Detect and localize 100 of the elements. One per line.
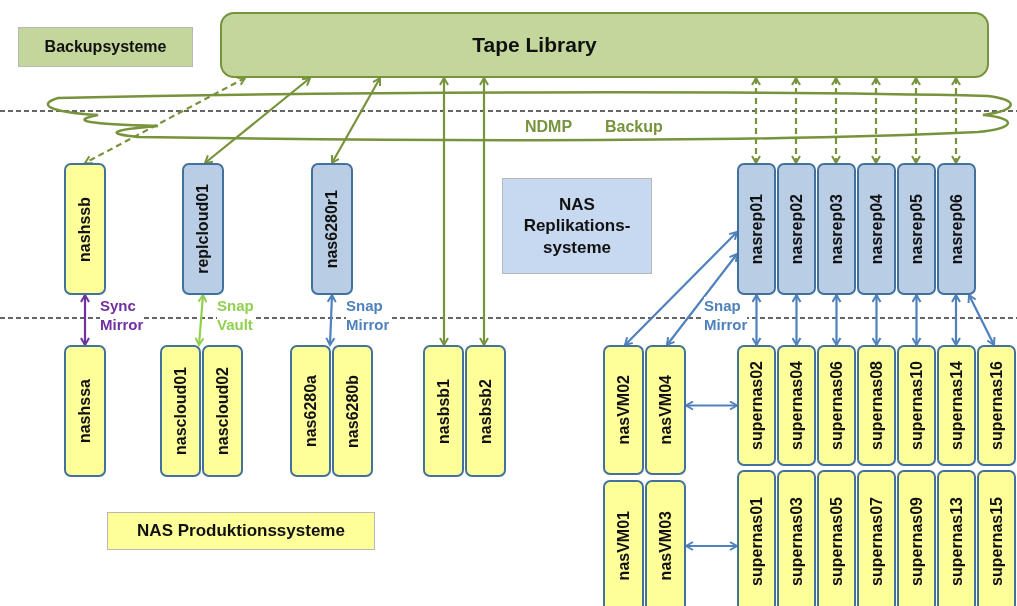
arrow xyxy=(685,400,738,411)
cloud-label: Backup xyxy=(605,118,663,136)
section-label-box xyxy=(107,512,375,550)
arrow xyxy=(911,77,921,164)
server-name: supernas04 xyxy=(787,361,806,450)
server-name: nasVM04 xyxy=(656,375,675,445)
server-box xyxy=(182,163,224,295)
server-box xyxy=(777,163,816,295)
box-title: Tape Library xyxy=(472,33,597,57)
server-box xyxy=(737,470,776,606)
server-name: nasbsb1 xyxy=(434,378,453,444)
server-name: nasrep05 xyxy=(907,193,926,265)
arrow xyxy=(194,294,208,346)
server-box xyxy=(817,345,856,466)
server-box xyxy=(977,470,1016,606)
arrow xyxy=(951,77,961,164)
section-label: NAS Produktionssysteme xyxy=(137,520,345,542)
server-box xyxy=(817,163,856,295)
arrow xyxy=(204,77,311,164)
server-box xyxy=(897,345,936,466)
server-name: nas6280b xyxy=(343,374,362,448)
arrow xyxy=(831,77,841,164)
server-name: supernas03 xyxy=(787,496,806,586)
arrow xyxy=(666,253,738,346)
server-box xyxy=(777,345,816,466)
section-label: Backupsysteme xyxy=(44,37,167,57)
server-name: nashssb xyxy=(76,196,94,262)
server-box xyxy=(977,345,1016,466)
server-name: supernas14 xyxy=(947,361,966,450)
server-box xyxy=(897,163,936,295)
server-name: supernas09 xyxy=(907,496,926,586)
arrow xyxy=(871,294,882,346)
server-name: nas6280r1 xyxy=(323,189,341,269)
server-name: nasVM02 xyxy=(614,375,633,445)
server-name: nasrep02 xyxy=(787,193,806,265)
server-name: supernas06 xyxy=(827,361,846,450)
section-label-box xyxy=(502,178,652,274)
server-box xyxy=(311,163,353,295)
server-box xyxy=(603,345,644,475)
server-box xyxy=(737,345,776,466)
server-name: nasbsb2 xyxy=(476,378,495,444)
server-name: supernas15 xyxy=(987,496,1006,586)
arrow xyxy=(751,77,761,164)
server-box xyxy=(202,345,243,477)
server-box xyxy=(603,480,644,606)
server-box xyxy=(857,345,896,466)
arrow xyxy=(871,77,881,164)
server-box xyxy=(64,163,106,295)
server-name: nascloud02 xyxy=(213,367,232,455)
server-box xyxy=(423,345,464,477)
arrow xyxy=(751,294,762,346)
server-name: nasrep04 xyxy=(867,193,886,265)
arrow xyxy=(479,77,489,346)
server-box xyxy=(937,470,976,606)
arrow xyxy=(831,294,842,346)
server-box xyxy=(645,480,686,606)
arrow xyxy=(951,294,961,346)
server-name: nas6280a xyxy=(301,374,320,448)
server-box xyxy=(290,345,331,477)
arrow xyxy=(325,294,337,346)
arrow xyxy=(967,294,996,346)
server-name: nasrep06 xyxy=(947,193,966,265)
server-box xyxy=(857,470,896,606)
server-name: supernas07 xyxy=(867,496,886,586)
server-box xyxy=(645,345,686,475)
arrow xyxy=(624,231,738,346)
server-box xyxy=(465,345,506,477)
server-name: replcloud01 xyxy=(194,184,212,274)
server-name: nasVM03 xyxy=(656,511,675,581)
arrow xyxy=(685,541,738,551)
arrow xyxy=(84,76,246,165)
arrow xyxy=(791,77,801,164)
server-name: nascloud01 xyxy=(171,367,190,455)
server-name: nasrep01 xyxy=(747,193,766,265)
server-name: supernas02 xyxy=(747,361,766,450)
server-box xyxy=(64,345,106,477)
server-name: supernas01 xyxy=(747,496,766,586)
section-label-box xyxy=(18,27,193,67)
server-box xyxy=(937,345,976,466)
server-box xyxy=(777,470,816,606)
server-name: nashssa xyxy=(76,378,94,443)
section-label: NAS Replikations- systeme xyxy=(522,194,632,258)
server-name: supernas10 xyxy=(907,361,926,450)
server-box xyxy=(737,163,776,295)
server-box xyxy=(857,163,896,295)
cloud-label: NDMP xyxy=(525,118,573,136)
arrow xyxy=(330,77,382,164)
server-box xyxy=(817,470,856,606)
tape-library-box xyxy=(220,12,989,78)
server-name: nasVM01 xyxy=(614,511,633,581)
arrow xyxy=(791,294,802,346)
server-box xyxy=(332,345,373,477)
arrow xyxy=(911,294,922,346)
server-name: supernas16 xyxy=(987,361,1006,450)
server-name: supernas08 xyxy=(867,361,886,450)
server-box xyxy=(897,470,936,606)
arrow xyxy=(439,77,449,346)
arrow xyxy=(80,294,90,346)
server-name: supernas13 xyxy=(947,496,966,586)
server-name: supernas05 xyxy=(827,496,846,586)
